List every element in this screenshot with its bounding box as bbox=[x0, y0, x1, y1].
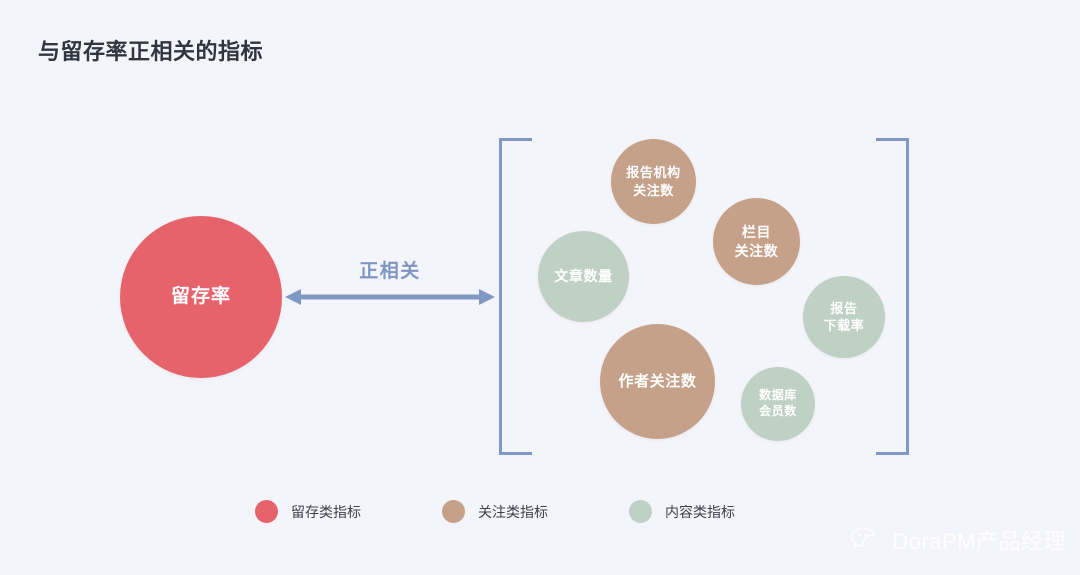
bubble-report-org[interactable]: 报告机构 关注数 bbox=[611, 139, 696, 224]
bubble-retention[interactable]: 留存率 bbox=[120, 216, 282, 378]
bubble-retention-label: 留存率 bbox=[170, 286, 231, 308]
legend-dot-content-icon bbox=[629, 500, 652, 523]
bubble-article-count[interactable]: 文章数量 bbox=[538, 231, 629, 322]
bracket-left-icon bbox=[499, 138, 532, 455]
bubble-article-count-label: 文章数量 bbox=[554, 268, 613, 285]
bubble-author-followers-label: 作者关注数 bbox=[618, 372, 697, 390]
legend-label-retention: 留存类指标 bbox=[291, 503, 361, 520]
bracket-right-icon bbox=[876, 138, 909, 455]
bubble-database-members-label: 数据库 会员数 bbox=[759, 388, 797, 418]
bubble-database-members[interactable]: 数据库 会员数 bbox=[741, 367, 815, 441]
legend-item-attention: 关注类指标 bbox=[442, 500, 548, 523]
bubble-author-followers[interactable]: 作者关注数 bbox=[600, 324, 715, 439]
legend-item-retention: 留存类指标 bbox=[255, 500, 361, 523]
legend-item-content: 内容类指标 bbox=[629, 500, 735, 523]
bubble-report-download-rate-label: 报告 下载率 bbox=[823, 300, 865, 333]
bubble-column[interactable]: 栏目 关注数 bbox=[713, 198, 800, 285]
bubble-column-label: 栏目 关注数 bbox=[734, 224, 779, 259]
legend: 留存类指标 关注类指标 内容类指标 bbox=[255, 500, 816, 523]
positive-correlation-arrow-icon bbox=[285, 289, 495, 305]
watermark: DoraPM产品经理 bbox=[851, 524, 1066, 556]
legend-dot-retention-icon bbox=[255, 500, 278, 523]
wechat-icon bbox=[851, 526, 876, 549]
legend-dot-attention-icon bbox=[442, 500, 465, 523]
legend-label-attention: 关注类指标 bbox=[478, 503, 548, 520]
legend-label-content: 内容类指标 bbox=[665, 503, 735, 520]
bubble-report-org-label: 报告机构 关注数 bbox=[626, 165, 681, 198]
page-title: 与留存率正相关的指标 bbox=[38, 39, 264, 64]
bubble-report-download-rate[interactable]: 报告 下载率 bbox=[803, 276, 885, 358]
relation-label: 正相关 bbox=[359, 261, 421, 282]
watermark-text: DoraPM产品经理 bbox=[892, 529, 1066, 554]
